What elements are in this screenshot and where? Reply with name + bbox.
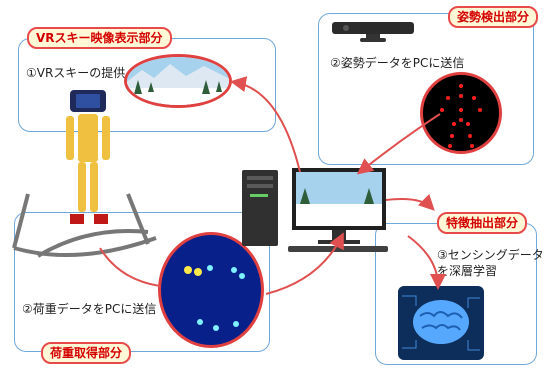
- vr-display-caption: ①VRスキーの提供: [26, 66, 126, 80]
- load-caption: ②荷重データをPCに送信: [22, 302, 157, 316]
- posture-title: 姿勢検出部分: [448, 6, 539, 28]
- load-pressure-map: [158, 232, 264, 348]
- arrow-pc-to-feature: [385, 193, 435, 211]
- ski-simulator-icon: [12, 193, 157, 258]
- posture-panel: [318, 13, 534, 165]
- arrow-posture-to-pc: [356, 113, 441, 175]
- posture-skeleton-view: [420, 72, 502, 154]
- feature-caption-line2: を深層学習: [437, 264, 498, 278]
- arrow-load-to-pc: [265, 232, 344, 295]
- computer-icon: [242, 168, 388, 252]
- vr-display-title: VRスキー映像表示部分: [27, 27, 172, 49]
- feature-caption-line1: ③センシングデータ: [437, 248, 544, 262]
- feature-title: 特徴抽出部分: [437, 212, 528, 234]
- arrow-feature-to-brain: [407, 235, 446, 290]
- brain-chip-icon: [398, 286, 484, 360]
- posture-caption: ②姿勢データをPCに送信: [330, 56, 465, 70]
- vr-skier-figure: [66, 90, 110, 212]
- arrow-pc-to-vr: [230, 76, 301, 173]
- kinect-sensor-icon: [332, 22, 414, 42]
- arrow-load-loop: [99, 247, 161, 287]
- load-title: 荷重取得部分: [41, 342, 132, 364]
